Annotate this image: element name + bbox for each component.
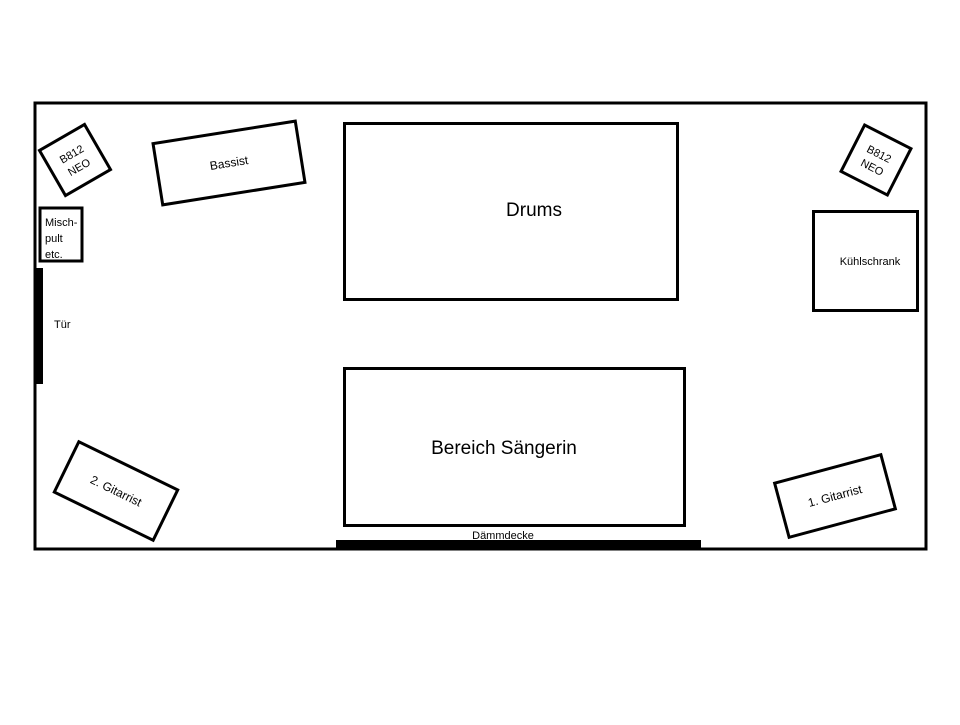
mixer-label-line1: Misch- [45,217,78,229]
door-marker [35,268,43,384]
drums-area [343,122,679,301]
fridge-label: Kühlschrank [840,256,901,268]
insulation-blanket-marker [336,540,701,549]
bassist-label: Bassist [209,153,250,173]
insulation-blanket-label: Dämmdecke [472,530,534,542]
mixer-area [38,206,84,263]
guitarist-2-label: 2. Gitarrist [88,473,144,510]
speaker-left: B812 NEO [37,122,113,198]
drums-label: Drums [506,200,562,221]
guitarist-1-area: 1. Gitarrist [772,452,898,540]
guitarist-2-area: 2. Gitarrist [52,439,180,543]
mixer-label-line3: etc. [45,249,63,261]
guitarist-1-label: 1. Gitarrist [806,482,864,510]
bassist-area: Bassist [151,119,307,207]
door-label: Tür [54,319,71,331]
fridge-area [812,210,919,312]
speaker-right: B812 NEO [839,123,913,197]
room-outline [33,101,928,551]
singer-area-label: Bereich Sängerin [431,438,577,459]
singer-area [343,367,686,527]
mixer-label-line2: pult [45,233,63,245]
